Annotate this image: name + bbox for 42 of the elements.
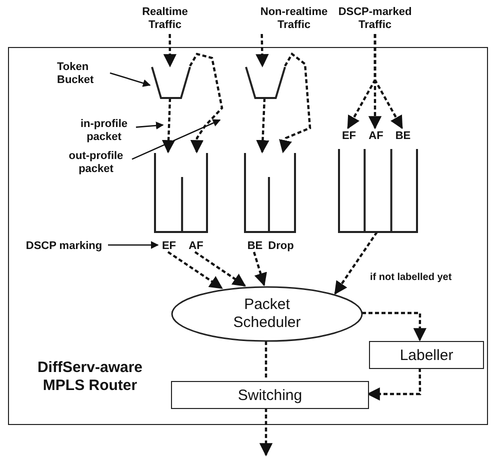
arrow — [259, 408, 273, 456]
leader-line — [136, 122, 164, 130]
callout-label: in-profile packet — [71, 117, 137, 145]
queue-drawing — [338, 149, 418, 233]
queue-drawing — [244, 153, 296, 233]
leader-line — [110, 72, 151, 87]
annotation-label: DSCP marking — [19, 239, 109, 253]
arrow — [163, 34, 177, 68]
arrow — [334, 231, 378, 295]
arrow — [167, 251, 223, 290]
router-title: DiffServ-aware MPLS Router — [36, 358, 144, 396]
scheduler-ellipse: Packet Scheduler — [171, 286, 363, 342]
class-label: AF — [365, 129, 387, 143]
class-label: EF — [159, 239, 179, 253]
arrow — [374, 34, 403, 130]
process-box: Labeller — [369, 341, 484, 369]
callout-label: Token Bucket — [57, 59, 111, 89]
class-label: BE — [245, 239, 265, 253]
arrow — [162, 98, 176, 154]
class-label: BE — [392, 129, 414, 143]
traffic-label: Realtime Traffic — [125, 4, 205, 34]
arrow — [362, 312, 426, 342]
leader-line — [132, 119, 221, 160]
token-bucket-drawing — [151, 67, 191, 99]
callout-label: out-profile packet — [59, 149, 133, 177]
arrow — [189, 52, 224, 154]
class-label: EF — [338, 129, 360, 143]
arrow — [256, 34, 269, 68]
edge-label: if not labelled yet — [370, 272, 452, 283]
token-bucket-drawing — [245, 67, 286, 99]
router-box — [8, 47, 488, 425]
arrow — [279, 52, 312, 154]
arrow — [256, 98, 270, 154]
arrow — [194, 251, 246, 287]
arrow — [366, 368, 422, 401]
class-label: AF — [186, 239, 206, 253]
connector-line — [264, 341, 268, 380]
arrow — [252, 252, 267, 286]
queue-drawing — [154, 153, 208, 233]
leader-line — [108, 241, 159, 249]
process-box: Switching — [171, 381, 369, 409]
class-label: Drop — [267, 239, 295, 253]
